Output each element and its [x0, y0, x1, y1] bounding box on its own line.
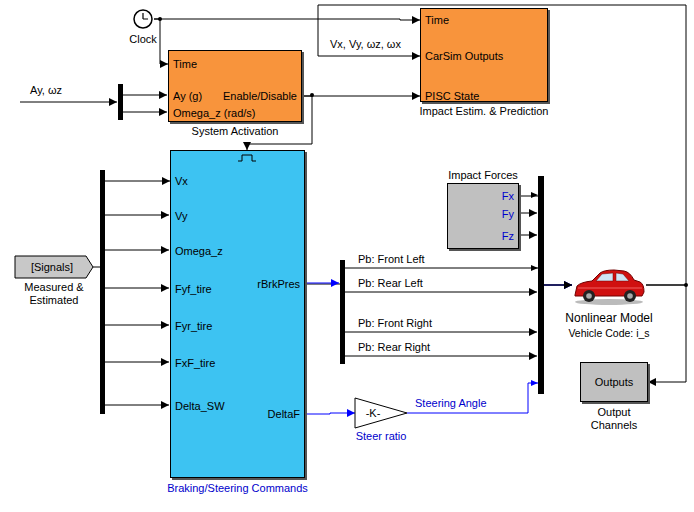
port-label: Enable/Disable	[223, 90, 297, 103]
port-label: Time	[425, 14, 449, 27]
port-label: Time	[173, 58, 197, 71]
from-tag-shape	[15, 256, 93, 278]
port-label: CarSim Outputs	[425, 50, 503, 63]
block-name: Nonlinear Model	[565, 312, 652, 326]
block-name: Steer ratio	[356, 430, 407, 443]
signal-wire	[105, 215, 169, 216]
port-label: Fz	[502, 230, 514, 243]
gain-value: -K-	[366, 407, 381, 420]
port-label: Fx	[502, 190, 514, 203]
signal-name: Ay, ωz	[30, 84, 62, 97]
demux-bar	[100, 170, 105, 414]
signal-wire	[345, 332, 537, 333]
port-label: Fy	[502, 208, 514, 221]
port-label: Vy	[175, 210, 187, 223]
signal-name: Pb: Front Right	[358, 317, 432, 330]
port-label: Ay (g)	[173, 90, 202, 103]
signal-wire	[345, 292, 537, 293]
signal-connector	[407, 285, 572, 413]
block-name: Braking/Steering Commands	[167, 482, 308, 495]
block-note: Vehicle Code: i_s	[568, 327, 649, 339]
subsystem-block: VxVyOmega_zFyf_tireFyr_tireFxF_tireDelta…	[170, 150, 305, 478]
signal-wire	[123, 112, 167, 113]
port-label: DeltaF	[268, 408, 300, 421]
signal-wire	[105, 250, 169, 251]
clock-outline	[132, 8, 154, 30]
block-name: Output Channels	[580, 406, 648, 431]
arrow-head	[531, 380, 538, 386]
clock-hands	[143, 13, 148, 19]
gain-block: -K-Steer ratio	[355, 398, 407, 428]
signal-wire	[105, 288, 169, 289]
enable-pulse-symbol	[238, 155, 256, 161]
signal-name: Steering Angle	[415, 397, 487, 410]
car-outline	[572, 264, 646, 306]
port-label: FxF_tire	[175, 357, 215, 370]
signal-wire	[519, 213, 537, 214]
mux-bar	[538, 176, 544, 394]
vehicle-model: Nonlinear ModelVehicle Code: i_s	[572, 264, 646, 306]
signal-connector	[154, 19, 420, 20]
block-name: Measured & Estimated	[15, 281, 93, 306]
bus-wire	[305, 283, 339, 284]
car-picture	[575, 270, 644, 305]
port-label: Outputs	[595, 376, 634, 389]
subsystem-block: TimeCarSim OutputsPISC StateImpact Estim…	[420, 8, 548, 102]
branch-point	[310, 93, 314, 97]
signal-connector	[305, 413, 355, 414]
block-name: Impact Forces	[448, 169, 518, 182]
signal-wire	[519, 235, 537, 236]
branch-point	[158, 17, 162, 21]
port-label: PISC State	[425, 90, 479, 103]
signal-wire	[105, 325, 169, 326]
branch-point	[684, 283, 688, 287]
signal-name: Vx, Vy, ωz, ωx	[330, 38, 401, 51]
signal-name: Pb: Rear Left	[358, 277, 423, 290]
port-label: Fyr_tire	[175, 320, 212, 333]
input-wire	[20, 102, 117, 103]
signal-connector	[519, 196, 572, 285]
clock-face	[134, 10, 152, 28]
block-name: System Activation	[192, 125, 279, 138]
arrow-head	[531, 192, 538, 198]
clock-block: Clock	[132, 8, 154, 30]
signal-name: Pb: Front Left	[358, 253, 425, 266]
signal-connector	[302, 96, 420, 97]
port-label: Vx	[175, 175, 188, 188]
from-block: [Signals]Measured & Estimated	[15, 256, 93, 278]
signal-name: Pb: Rear Right	[358, 341, 430, 354]
signal-wire	[105, 362, 169, 363]
gain-outline	[355, 398, 407, 428]
port-label: Fyf_tire	[175, 283, 212, 296]
signal-connector	[646, 285, 686, 382]
gain-triangle	[355, 398, 407, 428]
arrow-head	[531, 265, 538, 271]
signal-wire	[123, 95, 167, 96]
signal-connector	[318, 5, 686, 285]
subsystem-block: TimeAy (g)Enable/DisableOmega_z (rad/s)S…	[168, 50, 302, 122]
signal-wire	[105, 405, 169, 406]
subsystem-block: Impact ForcesFxFyFz	[447, 183, 519, 249]
block-name: Impact Estim. & Prediction	[420, 105, 549, 118]
mux-bar	[118, 84, 123, 120]
port-label: Omega_z	[175, 245, 223, 258]
tag-name: [Signals]	[31, 261, 73, 274]
demux-bar	[340, 260, 345, 364]
block-name: Clock	[129, 33, 157, 46]
port-label: rBrkPres	[257, 278, 300, 291]
signal-wire	[345, 356, 537, 357]
port-label: Delta_SW	[175, 400, 225, 413]
subsystem-block: OutputsOutput Channels	[580, 362, 648, 402]
port-label: Omega_z (rad/s)	[173, 107, 256, 120]
